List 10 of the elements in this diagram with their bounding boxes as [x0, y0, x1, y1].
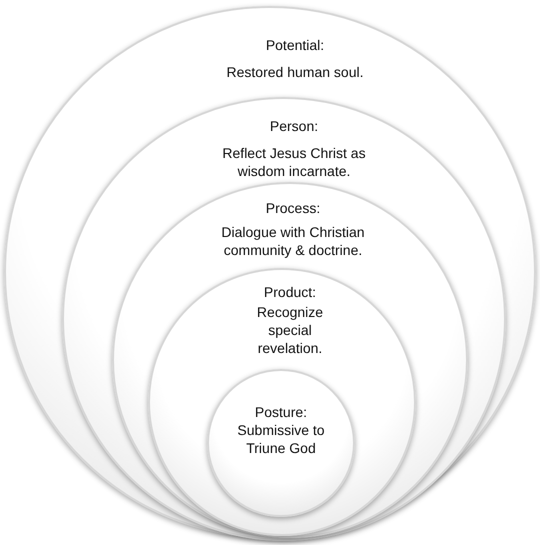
- heading-text: Person:: [270, 117, 318, 135]
- body-text: Restored human soul.: [226, 63, 364, 81]
- body-text: Recognize special revelation.: [256, 303, 324, 357]
- body-text: Dialogue with Christian community & doctrine.: [220, 223, 366, 259]
- heading-text: Posture:: [254, 403, 308, 421]
- heading-text: Product:: [264, 283, 316, 301]
- heading-text: Process:: [266, 199, 320, 217]
- heading-text: Potential:: [266, 36, 324, 54]
- body-text: Reflect Jesus Christ as wisdom incarnate.: [221, 144, 367, 180]
- body-text: Submissive to Triune God: [236, 421, 326, 457]
